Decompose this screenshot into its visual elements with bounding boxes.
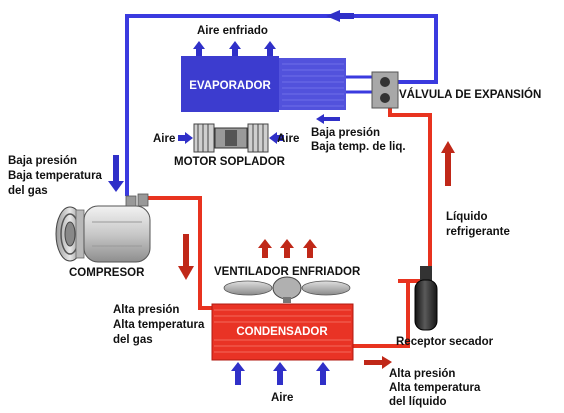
receiver-dryer bbox=[414, 266, 438, 331]
low-pressure-liquid-line2: Baja temp. de liq. bbox=[311, 141, 406, 153]
flow-arrow-top bbox=[326, 10, 340, 22]
cooled-air-label: Aire enfriado bbox=[197, 25, 268, 37]
cooling-fan-label: VENTILADOR ENFRIADOR bbox=[214, 266, 361, 278]
blower-motor-label: MOTOR SOPLADOR bbox=[174, 156, 286, 168]
high-pressure-gas-arrow bbox=[178, 234, 194, 280]
low-pressure-gas-line2: Baja temperatura bbox=[8, 170, 103, 182]
high-pressure-liquid-arrow bbox=[364, 356, 392, 369]
hot-air-arrows bbox=[258, 239, 317, 258]
cooled-air-arrows bbox=[193, 41, 276, 56]
evaporator-label: EVAPORADOR bbox=[189, 80, 271, 92]
expansion-valve-label: VÁLVULA DE EXPANSIÓN bbox=[399, 88, 541, 101]
expansion-valve bbox=[371, 71, 399, 109]
air-left-label: Aire bbox=[153, 133, 175, 145]
compressor-label: COMPRESOR bbox=[69, 267, 145, 279]
air-right-label: Aire bbox=[277, 133, 299, 145]
air-bottom-label: Aire bbox=[271, 392, 293, 404]
low-pressure-liquid-line1: Baja presión bbox=[311, 127, 380, 139]
blower-air-arrows bbox=[178, 132, 284, 144]
liquid-refrigerant-line1: Líquido bbox=[446, 211, 488, 223]
condenser: CONDENSADOR bbox=[211, 303, 354, 361]
low-pressure-gas-line1: Baja presión bbox=[8, 155, 77, 167]
low-pressure-gas-arrow bbox=[108, 155, 124, 192]
evaporator: EVAPORADOR bbox=[181, 56, 346, 112]
liquid-refrigerant-line2: refrigerante bbox=[446, 226, 510, 238]
high-pressure-gas-line1: Alta presión bbox=[113, 304, 179, 316]
high-pressure-liquid-line3: del líquido bbox=[389, 396, 447, 408]
compressor bbox=[55, 193, 151, 263]
receiver-dryer-label: Receptor secador bbox=[396, 336, 494, 348]
high-pressure-gas-line2: Alta temperatura bbox=[113, 319, 205, 331]
low-pressure-liquid-arrow bbox=[316, 114, 340, 124]
liquid-refrigerant-arrow bbox=[441, 141, 455, 186]
high-pressure-gas-line3: del gas bbox=[113, 334, 153, 346]
high-pressure-liquid-line2: Alta temperatura bbox=[389, 382, 481, 394]
condenser-label: CONDENSADOR bbox=[236, 326, 328, 338]
condenser-air-arrows bbox=[231, 362, 330, 385]
blower-motor bbox=[193, 123, 269, 153]
low-pressure-gas-line3: del gas bbox=[8, 185, 48, 197]
high-pressure-liquid-line1: Alta presión bbox=[389, 368, 455, 380]
low-pressure-lines bbox=[125, 14, 438, 196]
cooling-fan bbox=[223, 276, 351, 303]
